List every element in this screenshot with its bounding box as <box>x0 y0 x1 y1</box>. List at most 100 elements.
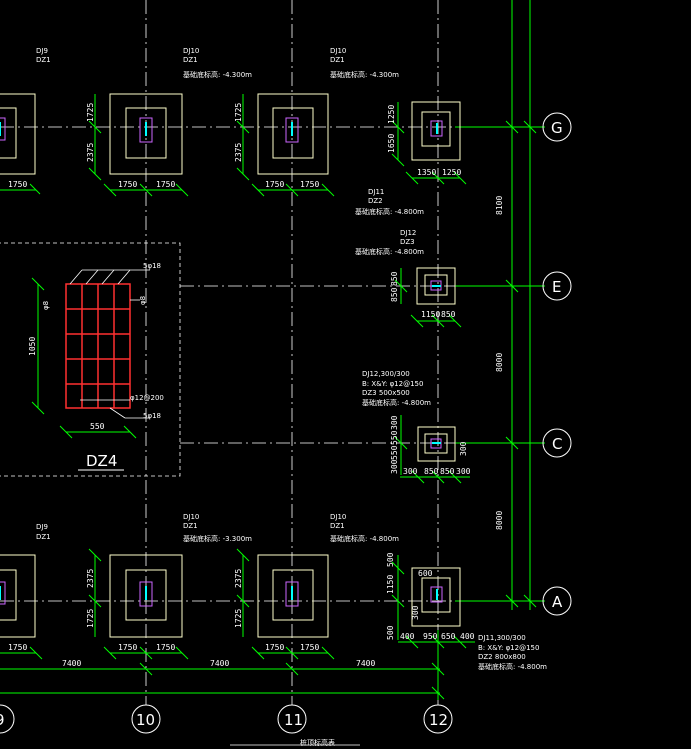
grid-bubble-10: 10 <box>131 704 161 734</box>
grid-bubble-9: 9 <box>0 704 15 734</box>
footing-dj10-bottom-10: DJ10 DZ1 基础底标高: -3.300m <box>109 513 252 638</box>
dz4-dim-1050: 1050 <box>28 337 37 356</box>
svg-text:DZ3: DZ3 <box>400 238 415 246</box>
dim-7400-a: 7400 <box>62 659 81 668</box>
dim-1750: 1750 <box>8 643 27 652</box>
svg-text:DZ1: DZ1 <box>36 56 51 64</box>
dim-850: 850 <box>441 310 456 319</box>
dim-1150: 1150 <box>386 575 395 594</box>
grid-bubble-c: C <box>542 428 572 458</box>
footing-dj9-top-dims <box>0 183 41 195</box>
dim-300: 300 <box>390 459 399 474</box>
svg-text:DZ3 500x500: DZ3 500x500 <box>362 389 410 397</box>
grid-bubble-a: A <box>542 586 572 616</box>
footing-dj10-top-11: DJ10 DZ1 基础底标高: -4.300m <box>257 47 399 175</box>
grid-bubble-e: E <box>542 271 572 301</box>
dim-1750: 1750 <box>156 180 175 189</box>
footing-dj10-bottom-10-dims <box>88 548 189 660</box>
footing-dj11-g: DJ11 DZ2 基础底标高: -4.800m <box>355 101 461 216</box>
dz4-title: DZ4 <box>86 452 117 470</box>
dim-1725: 1725 <box>234 103 243 122</box>
dz4-detail: 5φ18 5φ18 φ8 φ8 φ12@200 550 1050 DZ4 <box>0 242 181 477</box>
svg-text:E: E <box>552 278 561 296</box>
dim-300: 300 <box>459 441 468 456</box>
dim-300: 300 <box>390 415 399 430</box>
footing-dj12-e-dims <box>394 268 462 328</box>
dim-400: 400 <box>460 632 475 641</box>
bottom-note: 桩顶标高表 <box>230 738 360 747</box>
dim-850: 850 <box>440 467 455 476</box>
svg-text:10: 10 <box>136 711 155 729</box>
svg-text:DZ1: DZ1 <box>330 56 345 64</box>
dim-600: 600 <box>418 569 433 578</box>
footing-dj12-e: DJ12 DZ3 基础底标高: -4.800m <box>355 229 456 305</box>
dim-1750: 1750 <box>118 180 137 189</box>
svg-text:DZ1: DZ1 <box>330 522 345 530</box>
svg-text:桩顶标高表: 桩顶标高表 <box>300 738 335 747</box>
svg-text:DJ11: DJ11 <box>368 188 384 196</box>
svg-text:DJ11,300/300: DJ11,300/300 <box>478 634 526 642</box>
dim-8000-upper: 8000 <box>495 353 504 372</box>
svg-text:C: C <box>552 435 562 453</box>
dim-7400-c: 7400 <box>356 659 375 668</box>
grid-bubble-11: 11 <box>277 704 307 734</box>
svg-text:A: A <box>552 593 563 611</box>
dim-1725: 1725 <box>234 609 243 628</box>
dim-2375: 2375 <box>234 143 243 162</box>
svg-text:DJ10: DJ10 <box>330 47 346 55</box>
dim-950: 950 <box>423 632 438 641</box>
dim-1350: 1350 <box>417 168 436 177</box>
svg-text:DZ2: DZ2 <box>368 197 383 205</box>
svg-text:DZ2 800x800: DZ2 800x800 <box>478 653 526 661</box>
svg-text:基础底标高: -4.300m: 基础底标高: -4.300m <box>183 70 252 79</box>
footing-dj9-top: DJ9 DZ1 <box>0 47 51 175</box>
footing-dj11-a-dims <box>391 555 475 649</box>
svg-text:11: 11 <box>284 711 303 729</box>
dim-1750: 1750 <box>265 180 284 189</box>
svg-text:基础底标高: -4.800m: 基础底标高: -4.800m <box>355 247 424 256</box>
footing-dj10-top-11-dims <box>236 94 335 197</box>
svg-text:DJ10: DJ10 <box>183 513 199 521</box>
grid-bubble-g: G <box>542 112 572 142</box>
footing-dj9-bottom: DJ9 DZ1 <box>0 523 51 638</box>
dim-300: 300 <box>456 467 471 476</box>
footing-dj10-bottom-11-dims <box>236 548 335 660</box>
dim-2375: 2375 <box>234 569 243 588</box>
dim-500: 500 <box>386 552 395 567</box>
svg-text:基础底标高: -4.800m: 基础底标高: -4.800m <box>355 207 424 216</box>
dim-500: 500 <box>386 625 395 640</box>
dim-1750: 1750 <box>265 643 284 652</box>
dim-2375: 2375 <box>86 143 95 162</box>
svg-text:基础底标高: -4.800m: 基础底标高: -4.800m <box>478 662 547 671</box>
dim-1250: 1250 <box>442 168 461 177</box>
footing-dj12-c: DJ12,300/300 B: X&Y: φ12@150 DZ3 500x500… <box>362 370 456 462</box>
dim-400: 400 <box>400 632 415 641</box>
svg-text:G: G <box>551 119 563 137</box>
dz4-rebar-grid <box>65 283 131 409</box>
footing-dj10-bottom-11: DJ10 DZ1 基础底标高: -4.800m <box>257 513 399 638</box>
dz4-dim-550: 550 <box>90 422 105 431</box>
svg-text:5φ18: 5φ18 <box>143 262 161 270</box>
svg-text:DJ12: DJ12 <box>400 229 416 237</box>
dim-1725: 1725 <box>86 103 95 122</box>
dim-2375: 2375 <box>86 569 95 588</box>
svg-text:5φ18: 5φ18 <box>143 412 161 420</box>
dim-1725: 1725 <box>86 609 95 628</box>
svg-text:12: 12 <box>429 711 448 729</box>
svg-text:DZ1: DZ1 <box>36 533 51 541</box>
svg-text:基础底标高: -3.300m: 基础底标高: -3.300m <box>183 534 252 543</box>
svg-text:DJ9: DJ9 <box>36 523 48 531</box>
svg-text:B: X&Y: φ12@150: B: X&Y: φ12@150 <box>478 644 539 652</box>
footing-dj9-bottom-dims <box>0 646 43 660</box>
dz4-dims <box>31 277 137 439</box>
svg-text:DZ1: DZ1 <box>183 56 198 64</box>
svg-text:B: X&Y: φ12@150: B: X&Y: φ12@150 <box>362 380 423 388</box>
dim-550: 550 <box>390 430 399 445</box>
svg-text:DZ1: DZ1 <box>183 522 198 530</box>
footing-dj10-top-10: DJ10 DZ1 基础底标高: -4.300m <box>109 47 252 175</box>
footing-dj10-top-10-dims <box>88 94 189 197</box>
svg-text:基础底标高: -4.800m: 基础底标高: -4.800m <box>362 398 431 407</box>
footing-dj11-g-dims <box>391 102 467 185</box>
svg-text:DJ9: DJ9 <box>36 47 48 55</box>
